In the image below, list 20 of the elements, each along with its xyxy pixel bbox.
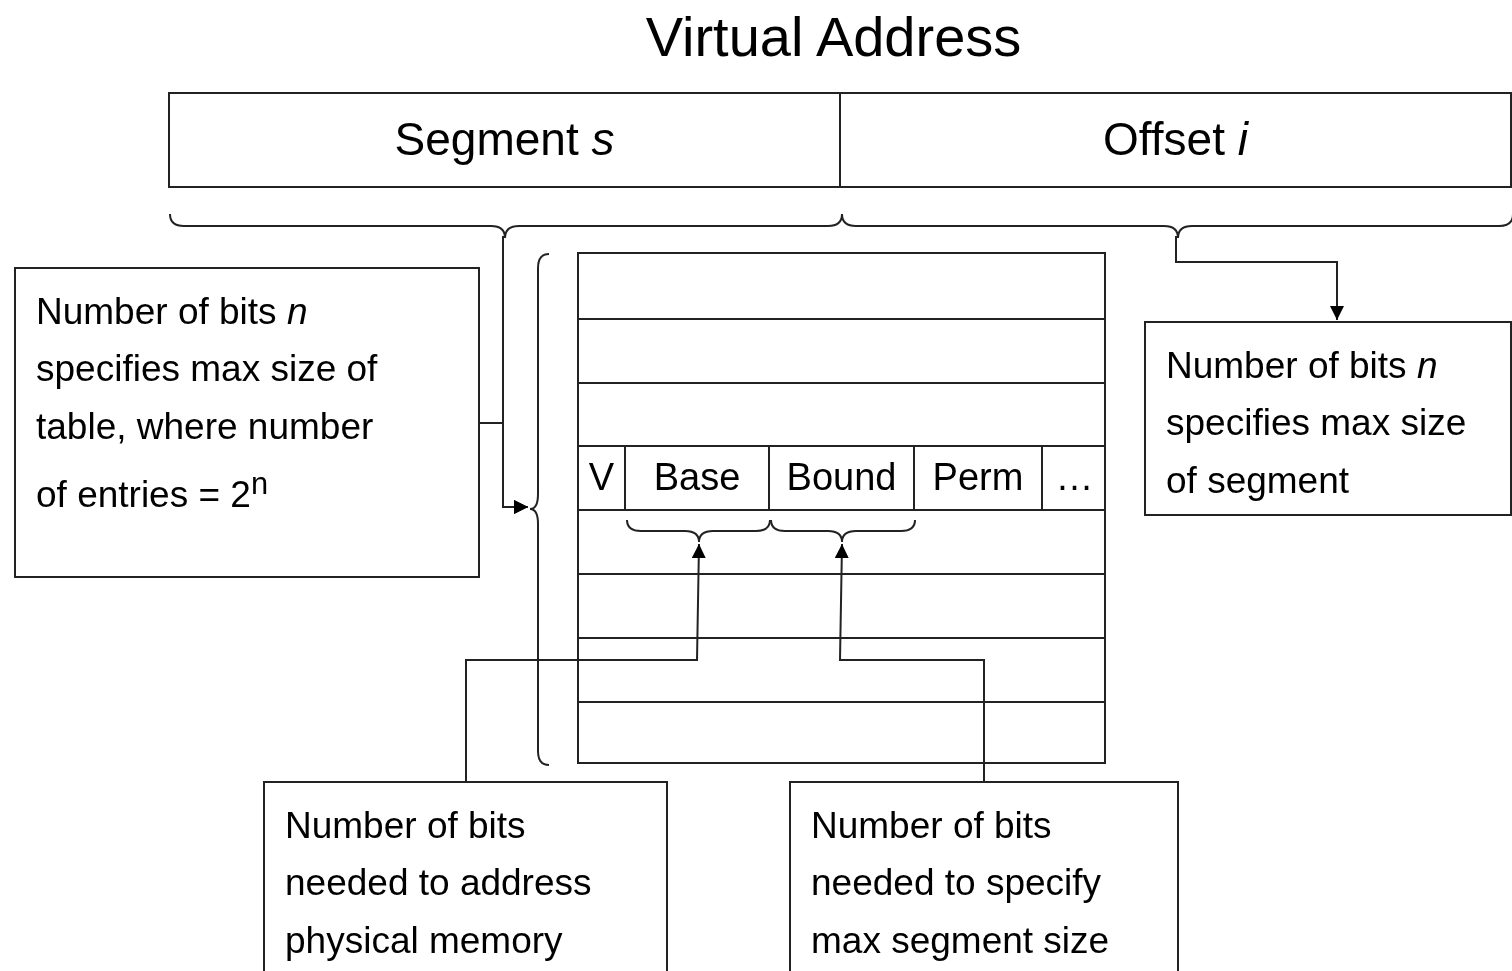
arrow [479, 422, 529, 514]
table-cell: V [579, 445, 626, 509]
callout-box [14, 267, 480, 578]
field-label: Offset i [1103, 112, 1248, 168]
table-cell: Base [626, 445, 770, 509]
arrow [834, 543, 985, 782]
arrow [1175, 235, 1344, 321]
callout-text: Number of bits n specifies max size of table, where number of entries = 2$^{n}$ [36, 290, 379, 518]
field-label: Segment s [394, 112, 615, 168]
arrow [465, 543, 706, 782]
callout-text: Number of bits needed to specify max segment size [811, 804, 1111, 963]
callout-box [1144, 321, 1512, 516]
table-cell: Bound [770, 445, 915, 509]
table-cell: … [1043, 445, 1106, 509]
callout-text: Number of bits n specifies max size of segment [1166, 344, 1468, 503]
callout-box [789, 781, 1179, 971]
callout-text: Number of bits needed to address physical memory [285, 804, 593, 963]
callout-box [263, 781, 668, 971]
table-cell: Perm [915, 445, 1043, 509]
diagram-title: Virtual Address [644, 4, 1023, 69]
